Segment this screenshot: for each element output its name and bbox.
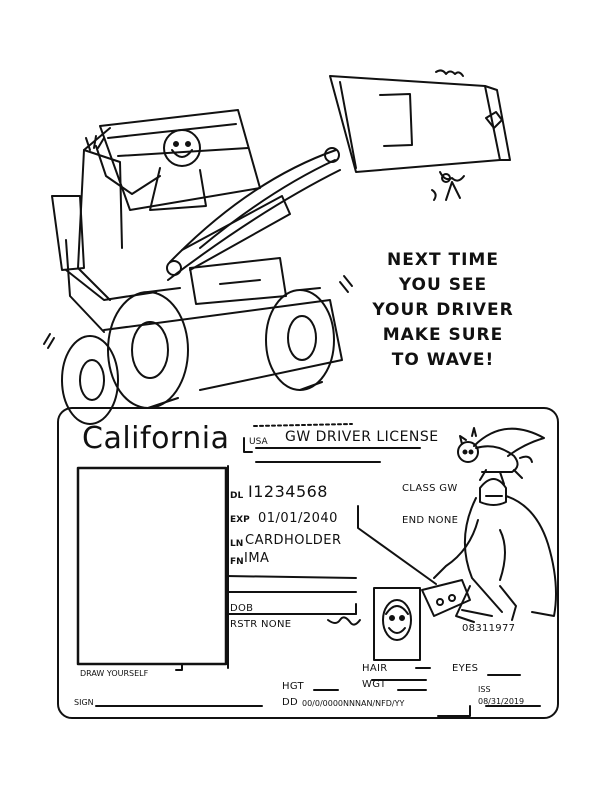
- hair-label: HAIR: [362, 663, 388, 674]
- superhero-illustration: [421, 478, 557, 623]
- tagline-line: TO WAVE!: [391, 350, 495, 370]
- exp-label: EXP: [230, 515, 250, 525]
- dob-small: 08311977: [462, 623, 516, 634]
- exp-date: 01/01/2040: [258, 511, 338, 526]
- tagline-line: YOUR DRIVER: [372, 300, 514, 320]
- sign-label: SIGN: [74, 698, 94, 707]
- draw-yourself-label: DRAW YOURSELF: [80, 669, 149, 678]
- tagline-line: YOU SEE: [398, 275, 488, 295]
- mini-portrait-illustration: [373, 587, 421, 661]
- tagline-line: NEXT TIME: [387, 250, 499, 270]
- photo-frame: [76, 466, 228, 666]
- last-name: CARDHOLDER: [245, 533, 342, 548]
- license-title: GW DRIVER LICENSE: [285, 429, 439, 445]
- state-name: California: [82, 421, 230, 456]
- tagline-line: MAKE SURE: [382, 325, 504, 345]
- fn-label: FN: [230, 557, 244, 567]
- dd-value: 00/0/0000NNNAN/NFD/YY: [302, 699, 405, 708]
- iss-label: ISS: [478, 685, 491, 694]
- eyes-label: EYES: [452, 663, 479, 674]
- end-label: END NONE: [402, 515, 459, 526]
- country-label: USA: [249, 437, 268, 447]
- ln-label: LN: [230, 539, 244, 549]
- dob-label: DOB: [230, 603, 254, 614]
- first-name: IMA: [244, 551, 270, 566]
- dl-number: I1234568: [248, 482, 328, 501]
- class-label: CLASS GW: [402, 483, 458, 494]
- flying-cat-illustration: [457, 427, 545, 485]
- wgt-label: WGT: [362, 679, 387, 690]
- iss-date: 08/31/2019: [478, 697, 525, 706]
- dd-label: DD: [282, 697, 299, 708]
- garbage-truck-illustration: [43, 69, 511, 425]
- license-card-border: [57, 407, 559, 719]
- dl-label: DL: [230, 491, 244, 501]
- rstr-label: RSTR NONE: [230, 619, 292, 630]
- wave-tagline: NEXT TIME YOU SEE YOUR DRIVER MAKE SURE …: [368, 248, 518, 373]
- hgt-label: HGT: [282, 681, 304, 692]
